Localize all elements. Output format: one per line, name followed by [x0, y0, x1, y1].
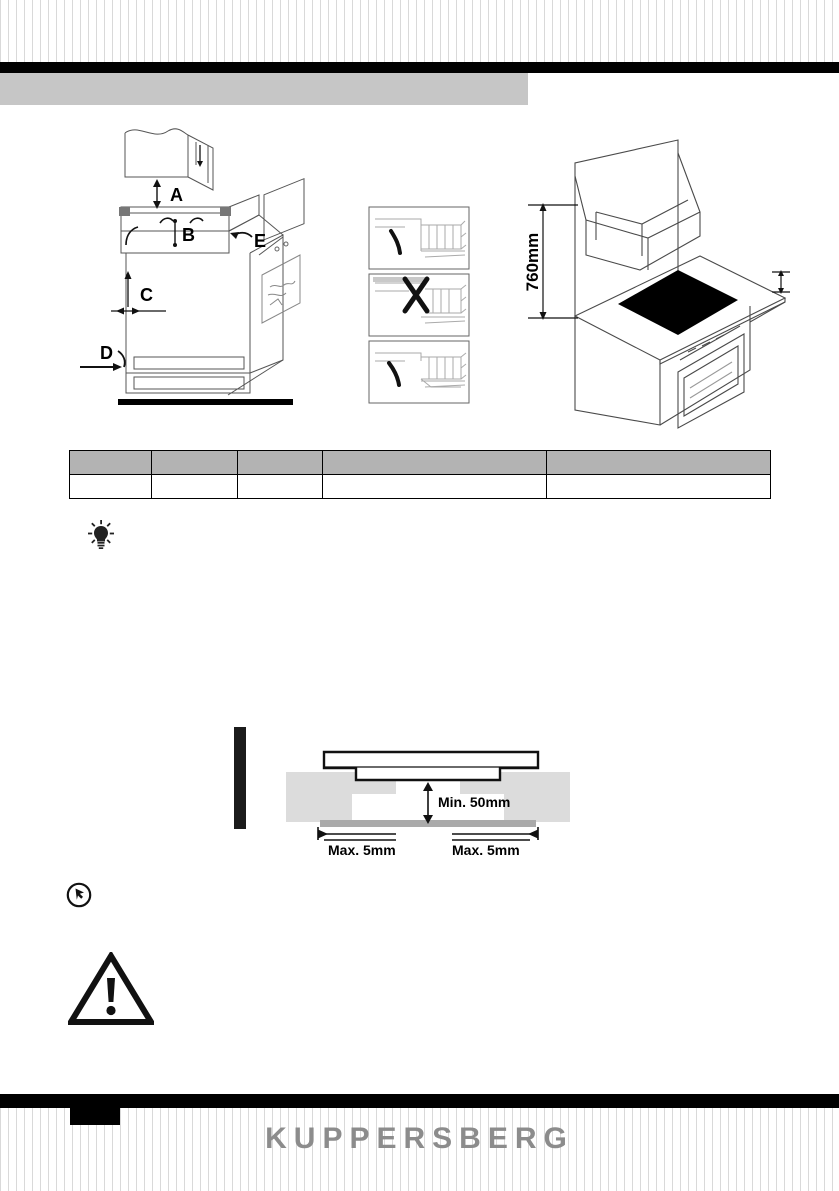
- bottom-stripe-band: [0, 1108, 839, 1191]
- brand-logo: KUPPERSBERG: [265, 1122, 574, 1155]
- table-header-cell: [546, 450, 771, 475]
- pushpin-icon: [66, 882, 92, 908]
- table-header-row: [69, 450, 771, 475]
- section-header: [0, 73, 528, 105]
- warning-note: [68, 952, 154, 1026]
- clearance-label-c: C: [140, 285, 153, 305]
- table-header-cell: [237, 450, 323, 475]
- min-gap-label: Min. 50mm: [438, 794, 510, 810]
- table-cell: [69, 474, 152, 499]
- mounting-option-panel-3: [368, 340, 470, 404]
- table-cell: [237, 474, 323, 499]
- clearance-label-d: D: [100, 343, 113, 363]
- top-black-rule: [0, 62, 839, 73]
- max-right-label: Max. 5mm: [452, 842, 520, 858]
- installation-clearance-diagram: A B C: [78, 115, 358, 425]
- mounting-option-panel-2: [368, 273, 470, 337]
- table-header-cell: [151, 450, 238, 475]
- pin-note: [66, 882, 92, 908]
- warning-triangle-icon: [68, 952, 154, 1025]
- table-row: [69, 474, 771, 499]
- table-cell: [151, 474, 238, 499]
- mounting-option-panel-1: [368, 206, 470, 270]
- cutout-clearance-diagram: Min. 50mm Max. 5mm Max. 5mm: [228, 722, 598, 867]
- table-cell: [322, 474, 547, 499]
- hood-height-diagram: 760mm: [500, 120, 800, 430]
- clearance-spec-table: [69, 450, 771, 499]
- clearance-label-e: E: [254, 231, 266, 251]
- max-left-label: Max. 5mm: [328, 842, 396, 858]
- lightbulb-icon: [88, 520, 114, 549]
- clearance-label-a: A: [170, 185, 183, 205]
- tip-note: [88, 520, 114, 550]
- mounting-options-diagram: [365, 205, 475, 410]
- figure-row: A B C: [0, 110, 839, 430]
- top-stripe-band: [0, 0, 839, 62]
- hood-height-label: 760mm: [523, 233, 542, 292]
- table-cell: [546, 474, 771, 499]
- clearance-label-b: B: [182, 225, 195, 245]
- page-number-tab: [70, 1108, 120, 1125]
- bottom-black-rule: [0, 1094, 839, 1108]
- table-header-cell: [322, 450, 547, 475]
- table-header-cell: [69, 450, 152, 475]
